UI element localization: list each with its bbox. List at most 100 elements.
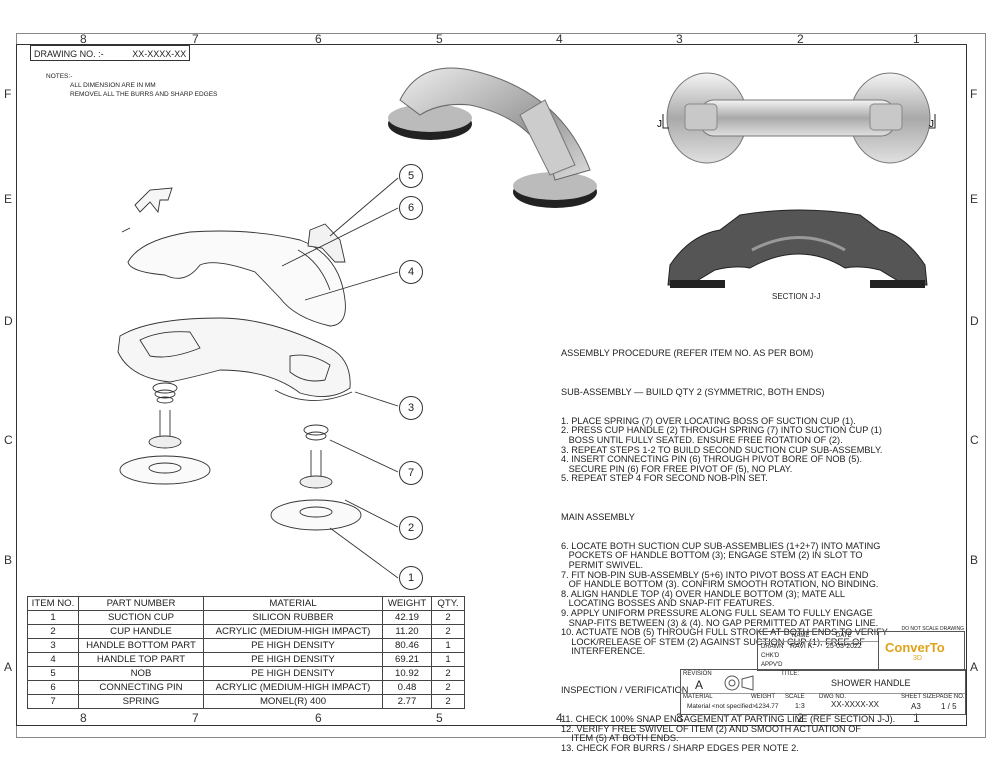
zone-row-B-l: B (4, 553, 13, 567)
bom-cell: 80.46 (382, 638, 432, 653)
callout-7: 7 (399, 461, 423, 485)
title-label: TITLE: (781, 671, 800, 677)
procedure-line: 6. LOCATE BOTH SUCTION CUP SUB-ASSEMBLIE… (561, 540, 881, 551)
zone-column-5-bot: 5 (436, 711, 443, 725)
bom-cell: 11.20 (382, 624, 432, 639)
procedure-line: 13. CHECK FOR BURRS / SHARP EDGES PER NO… (561, 742, 799, 753)
section-title: SECTION J-J (772, 292, 821, 301)
title-block: REVISION A TITLE: SHOWER HANDLE MATERIAL… (680, 669, 966, 715)
callout-2: 2 (399, 516, 423, 540)
procedure-line: BOSS UNTIL FULLY SEATED. ENSURE FREE ROT… (561, 434, 843, 445)
procedure-line: 8. ALIGN HANDLE TOP (4) OVER HANDLE BOTT… (561, 588, 846, 599)
isometric-render (388, 67, 597, 208)
procedure-title: ASSEMBLY PROCEDURE (REFER ITEM NO. AS PE… (561, 348, 814, 359)
procedure-line: SNAP-FITS BETWEEN (3) & (4). NO GAP PERM… (561, 617, 879, 628)
bom-cell: 5 (27, 666, 79, 681)
zone-row-D-l: D (4, 314, 13, 328)
bom-cell: 3 (27, 638, 79, 653)
material-label: MATERIAL (683, 694, 713, 700)
zone-row-D-r: D (970, 314, 979, 328)
bom-cell: 69.21 (382, 652, 432, 667)
bom-cell: CUP HANDLE (78, 624, 204, 639)
bom-cell: NOB (78, 666, 204, 681)
procedure-line: PERMIT SWIVEL. (561, 560, 644, 571)
procedure-line: LOCATING BOSSES AND SNAP-FIT FEATURES. (561, 598, 775, 609)
bom-cell: ACRYLIC (MEDIUM-HIGH IMPACT) (203, 624, 383, 639)
zone-column-6-bot: 6 (315, 711, 322, 725)
section-cut-left: J (657, 119, 662, 130)
zone-row-E-r: E (970, 192, 979, 206)
sheet-size-value: A3 (911, 702, 921, 711)
procedure-line: OF HANDLE BOTTOM (3). CONFIRM SMOOTH ROT… (561, 579, 879, 590)
zone-column-4-top: 4 (556, 32, 563, 46)
procedure-line: 11. CHECK 100% SNAP ENGAGEMENT AT PARTIN… (561, 713, 896, 724)
bom-cell: 2.77 (382, 694, 432, 709)
bom-cell: 1 (431, 638, 465, 653)
sheet-size-label: SHEET SIZE (901, 694, 936, 700)
drawing-frame (16, 44, 967, 726)
procedure-line: 5. REPEAT STEP 4 FOR SECOND NOB-PIN SET. (561, 473, 768, 484)
bom-cell: SPRING (78, 694, 204, 709)
bom-cell: PE HIGH DENSITY (203, 638, 383, 653)
note-line-1: ALL DIMENSION ARE IN MM (70, 82, 156, 89)
zone-row-A-r: A (970, 660, 979, 674)
bom-header-cell: QTY. (431, 596, 465, 611)
projection-symbol-icon (724, 675, 754, 691)
assembly-procedure: ASSEMBLY PROCEDURE (REFER ITEM NO. AS PE… (561, 330, 895, 763)
bom-cell: 2 (431, 624, 465, 639)
zone-row-C-r: C (970, 433, 979, 447)
main-assembly-steps: 6. LOCATE BOTH SUCTION CUP SUB-ASSEMBLIE… (561, 540, 895, 657)
bom-cell: 1 (431, 652, 465, 667)
callout-3: 3 (399, 396, 423, 420)
zone-column-3-bot: 3 (676, 711, 683, 725)
zone-column-4-bot: 4 (556, 711, 563, 725)
dwg-no-value: XX-XXXX-XX (831, 700, 880, 709)
drawing-number-label: DRAWING NO. :- (34, 49, 104, 59)
section-cut-right: J (929, 119, 934, 130)
procedure-line: 2. PRESS CUP HANDLE (2) THROUGH SPRING (… (561, 425, 882, 436)
material-value: Material <not specified> (687, 703, 757, 710)
approval-grid: NAME DATE DRAWN RAVI K. 25-03-2022 CHK'D… (757, 631, 879, 671)
drawing-title: SHOWER HANDLE (831, 678, 911, 688)
page-no-value: 1 / 5 (941, 702, 957, 711)
bom-header-cell: WEIGHT (382, 596, 432, 611)
bom-cell: 6 (27, 680, 79, 695)
zone-column-7-top: 7 (192, 32, 199, 46)
procedure-line: 10. ACTUATE NOB (5) THROUGH FULL STROKE … (561, 627, 888, 638)
bom-header-cell: PART NUMBER (78, 596, 204, 611)
logo-text: ConverTo (885, 640, 945, 655)
inspection-steps: 11. CHECK 100% SNAP ENGAGEMENT AT PARTIN… (561, 713, 896, 753)
logo-box: ConverTo 3D (877, 631, 965, 671)
bom-cell: 2 (27, 624, 79, 639)
zone-row-B-r: B (970, 553, 979, 567)
zone-row-F-r: F (970, 87, 978, 101)
date-header: DATE (836, 633, 852, 639)
dwg-no-label: DWG NO. (819, 694, 846, 700)
bom-cell: HANDLE BOTTOM PART (78, 638, 204, 653)
bom-cell: 0.48 (382, 680, 432, 695)
note-line-2: REMOVEL ALL THE BURRS AND SHARP EDGES (70, 91, 218, 98)
inspection-title: INSPECTION / VERIFICATION (561, 685, 689, 696)
section-view (667, 209, 928, 288)
procedure-line: INTERFERENCE. (561, 646, 646, 657)
zone-column-6-top: 6 (315, 32, 322, 46)
callout-5: 5 (399, 164, 423, 188)
zone-column-8-top: 8 (80, 32, 87, 46)
zone-column-8-bot: 8 (80, 711, 87, 725)
zone-row-E-l: E (4, 192, 13, 206)
bom-cell: 10.92 (382, 666, 432, 681)
zone-column-1-bot: 1 (913, 711, 920, 725)
weight-value: 1234.77 (755, 703, 779, 710)
procedure-line: SECURE PIN (6) FOR FREE PIVOT OF (5), NO… (561, 463, 793, 474)
procedure-line: 1. PLACE SPRING (7) OVER LOCATING BOSS O… (561, 415, 856, 426)
zone-column-2-bot: 2 (797, 711, 804, 725)
zone-column-2-top: 2 (797, 32, 804, 46)
drawn-date: 25-03-2022 (826, 643, 862, 650)
zone-column-7-bot: 7 (192, 711, 199, 725)
